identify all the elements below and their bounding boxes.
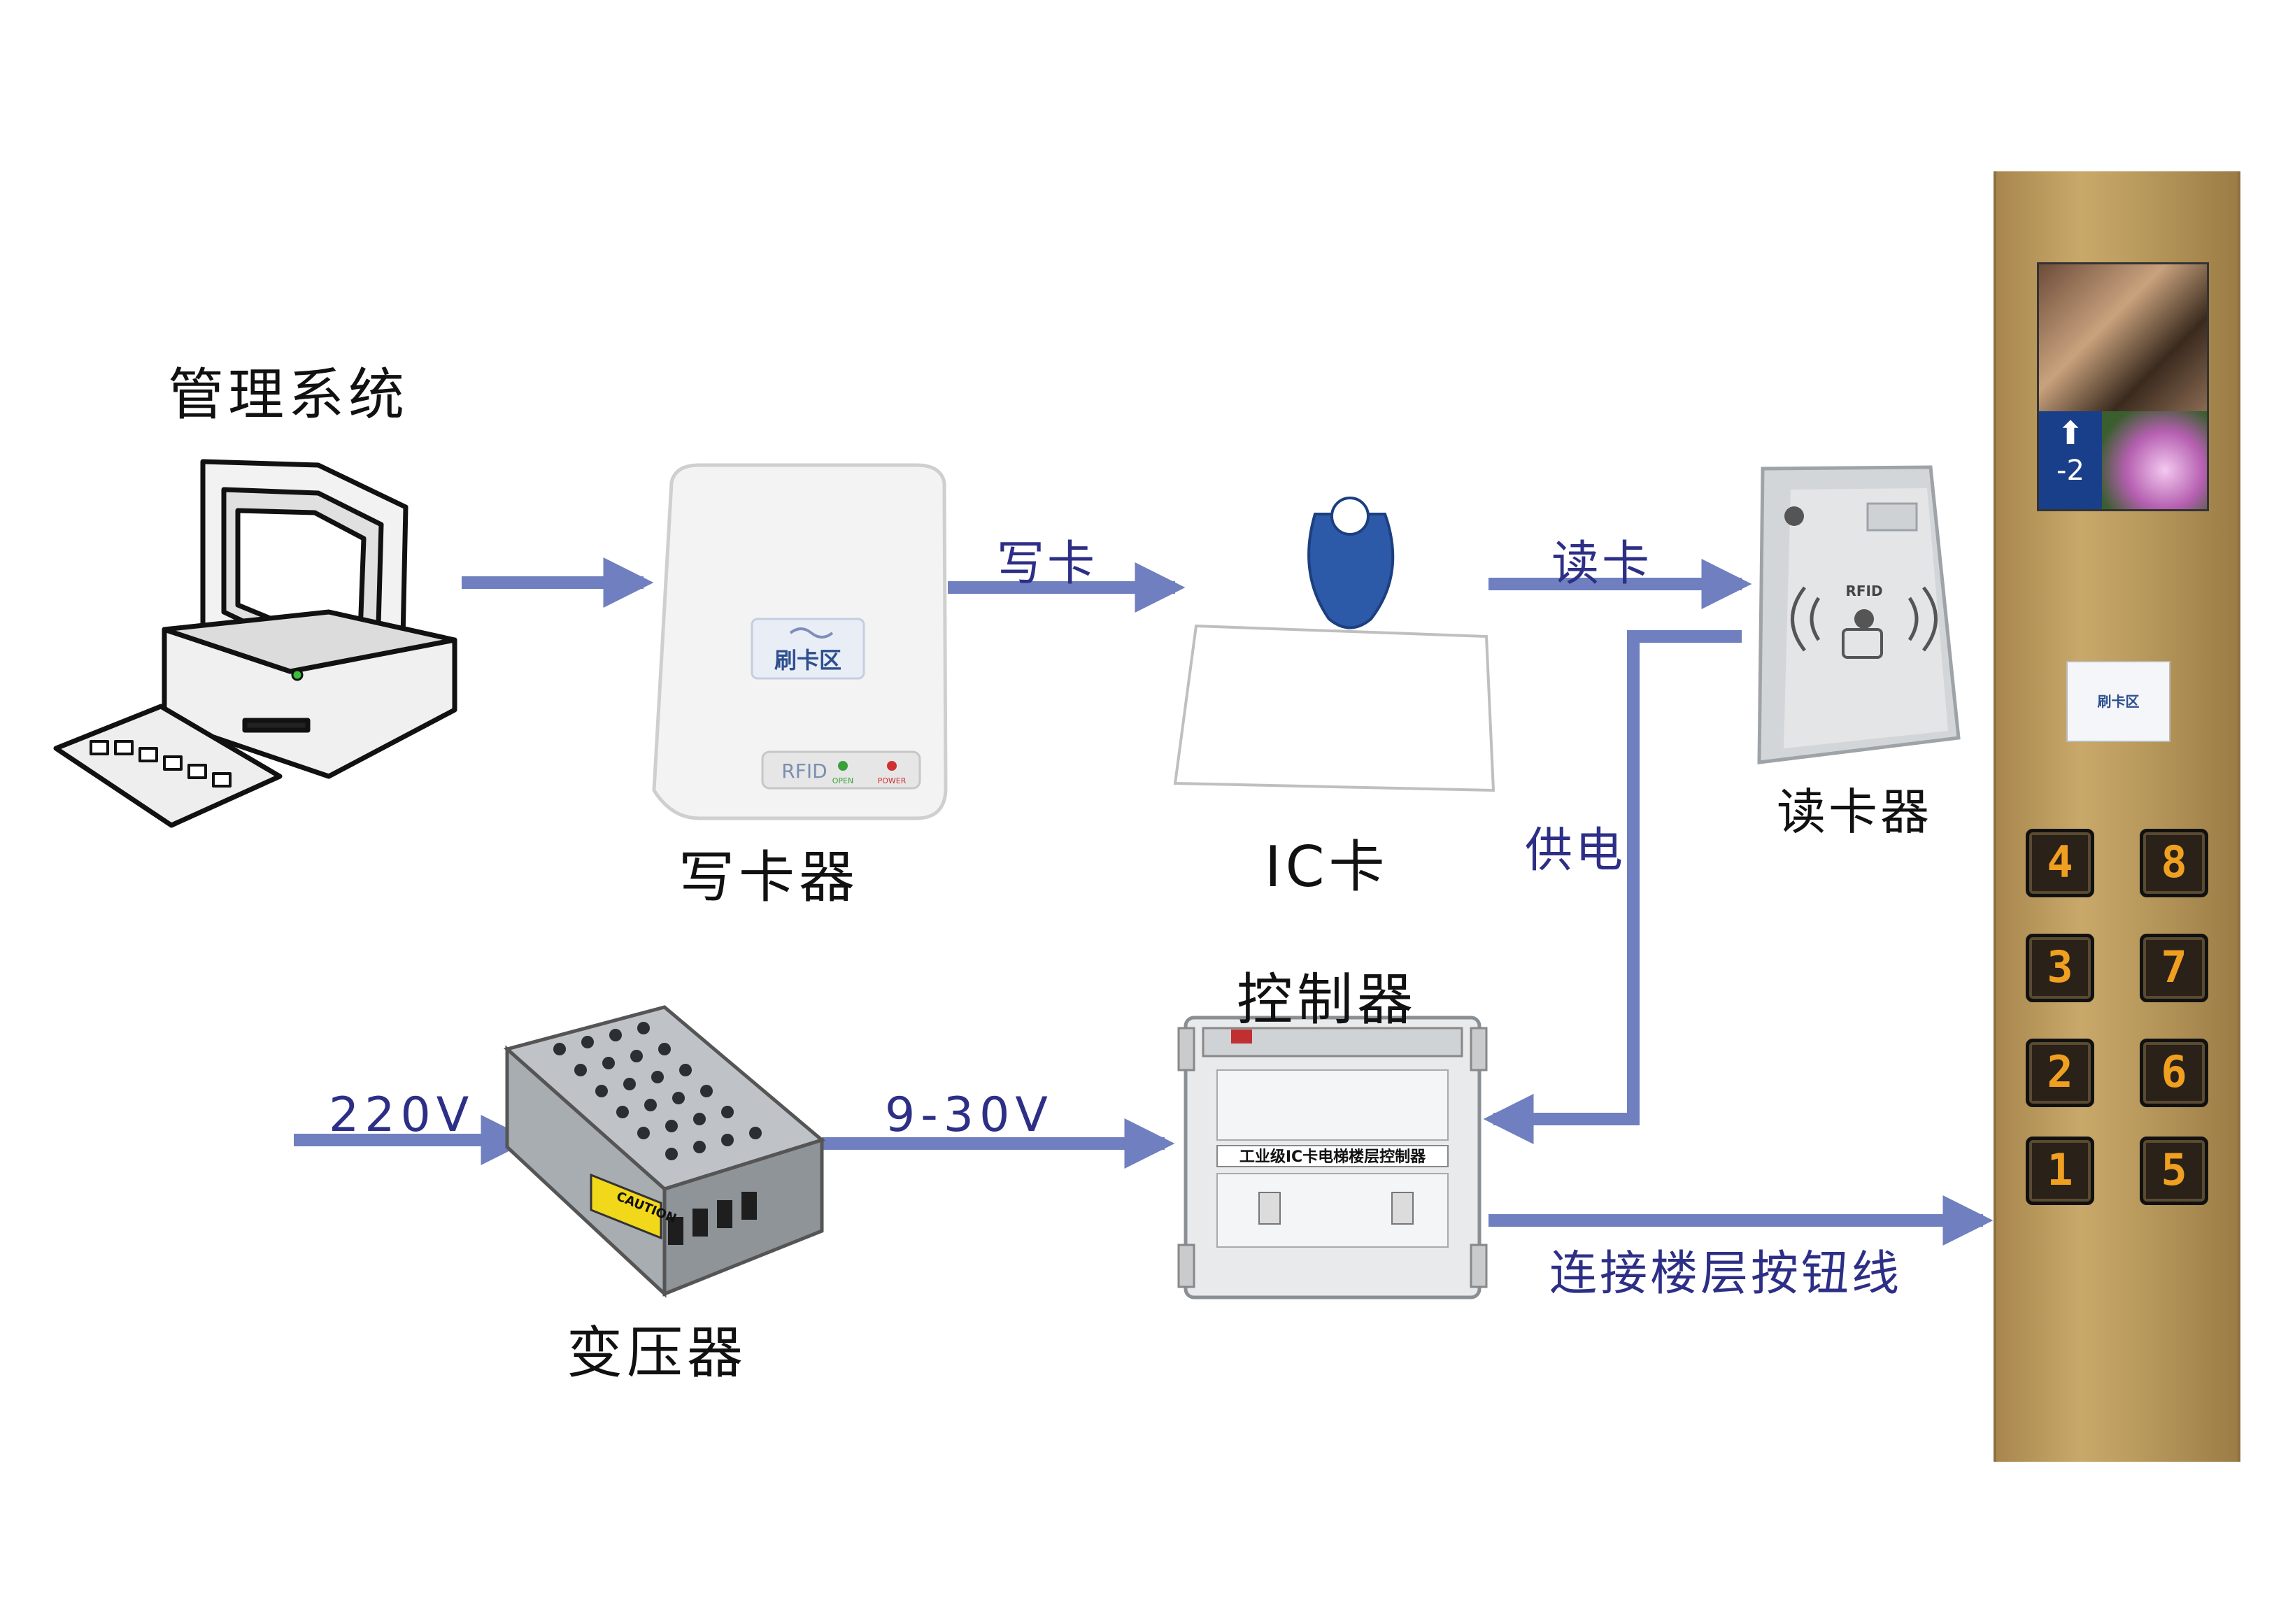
floor-button-1[interactable]: 1 xyxy=(2026,1137,2094,1205)
ic-card-device xyxy=(1173,497,1495,792)
floor-button-6[interactable]: 6 xyxy=(2140,1039,2208,1107)
controller-title: 工业级IC卡电梯楼层控制器 xyxy=(1239,1148,1426,1166)
card-writer-device xyxy=(652,463,948,820)
floor-button-5[interactable]: 5 xyxy=(2140,1137,2208,1205)
output-voltage-label: 9-30V xyxy=(885,1088,1053,1143)
writer-led-power-label: POWER xyxy=(878,776,907,785)
elevator-panel: ⬆ -2 刷卡区 4 3 2 1 8 7 6 5 xyxy=(1994,171,2240,1462)
card-reader-label: 读卡器 xyxy=(1777,783,1932,841)
writer-led-open-label: OPEN xyxy=(832,776,853,785)
elevator-display-screen: ⬆ -2 xyxy=(2037,262,2209,511)
card-reader-device xyxy=(1757,465,1961,764)
reader-rfid-label: RFID xyxy=(1845,583,1882,599)
current-floor: -2 xyxy=(2056,455,2084,487)
transformer-label: 变压器 xyxy=(567,1320,747,1386)
arrow-power-supply xyxy=(1483,630,1742,1144)
floor-button-7[interactable]: 7 xyxy=(2140,934,2208,1002)
floor-button-4[interactable]: 4 xyxy=(2026,829,2094,897)
writer-swipe-label: 刷卡区 xyxy=(774,647,841,674)
ic-card-label: IC卡 xyxy=(1265,834,1389,899)
controller-device xyxy=(1177,1016,1488,1299)
write-card-label: 写卡 xyxy=(997,536,1098,592)
management-system-label: 管理系统 xyxy=(168,362,408,427)
power-supply-label: 供电 xyxy=(1525,823,1626,878)
writer-rfid-label: RFID xyxy=(781,760,827,783)
display-photo xyxy=(2039,264,2207,411)
display-flower-image xyxy=(2102,411,2207,509)
card-writer-label: 写卡器 xyxy=(678,845,859,910)
up-arrow-icon: ⬆ xyxy=(2056,414,2084,452)
connection-arrows xyxy=(294,557,1994,1246)
floor-button-line-label: 连接楼层按钮线 xyxy=(1549,1246,1903,1302)
floor-indicator: ⬆ -2 xyxy=(2039,411,2102,509)
floor-button-2[interactable]: 2 xyxy=(2026,1039,2094,1107)
controller-label: 控制器 xyxy=(1237,967,1417,1032)
transformer-device xyxy=(503,1005,826,1298)
panel-swipe-area[interactable]: 刷卡区 xyxy=(2066,661,2170,742)
input-voltage-label: 220V xyxy=(329,1088,475,1143)
floor-button-3[interactable]: 3 xyxy=(2026,934,2094,1002)
read-card-label: 读卡 xyxy=(1551,536,1653,592)
computer-icon xyxy=(53,459,457,828)
floor-button-8[interactable]: 8 xyxy=(2140,829,2208,897)
